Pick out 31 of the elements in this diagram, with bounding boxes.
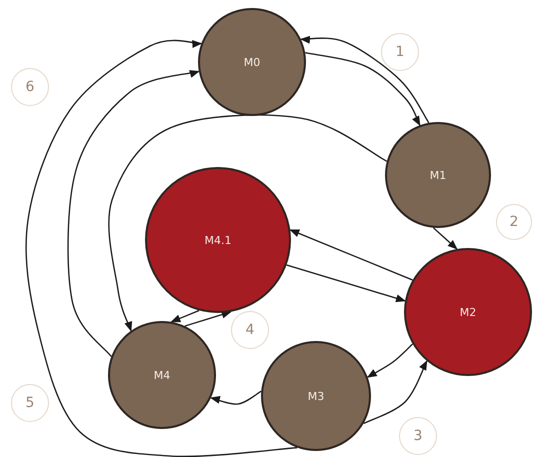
stage-label: M1	[430, 168, 446, 182]
step-number: 2	[510, 214, 518, 230]
step-number-circle	[496, 204, 532, 240]
stage-label: M4	[154, 368, 170, 382]
arrow	[305, 52, 420, 126]
step-number-circle	[11, 68, 49, 106]
arrow	[289, 229, 413, 281]
step-number-circle	[11, 384, 49, 422]
arrow	[366, 344, 414, 378]
arrow	[210, 390, 262, 405]
arrow	[170, 310, 200, 322]
stage-label: M4.1	[204, 234, 232, 246]
stage-label: M0	[244, 56, 260, 68]
arrow	[108, 114, 388, 332]
arrow	[67, 70, 200, 357]
step-number: 6	[26, 79, 34, 95]
step-number-circle	[399, 417, 437, 455]
arrow	[300, 35, 430, 124]
step-number: 1	[396, 44, 404, 60]
arrow	[25, 39, 298, 457]
step-number: 5	[26, 395, 34, 411]
stage-label: M3	[308, 390, 324, 402]
stage-label: M2	[460, 306, 476, 318]
step-number: 4	[246, 322, 254, 338]
arrow	[184, 310, 232, 327]
arrow	[286, 264, 406, 302]
step-number: 3	[414, 428, 422, 444]
arrow	[363, 360, 428, 424]
step-number-circle	[381, 33, 419, 71]
step-number-circle	[231, 311, 269, 349]
arrow	[432, 227, 458, 250]
